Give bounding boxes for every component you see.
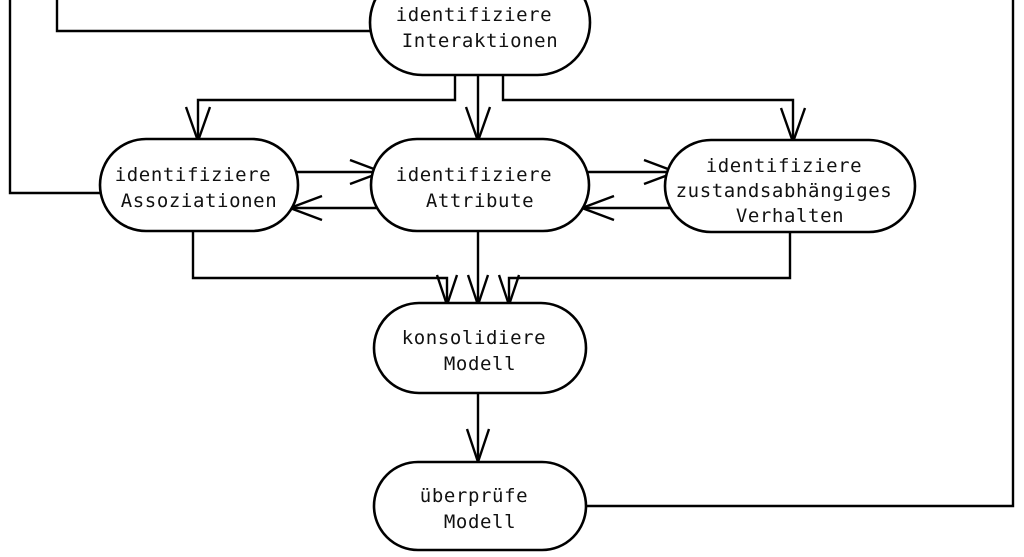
node-identifiziere-assoziationen[interactable]: identifiziere Assoziationen — [98, 137, 300, 233]
node-konsolidiere-modell[interactable]: konsolidiere Modell — [372, 301, 588, 395]
node-label-line2: Modell — [444, 511, 516, 533]
svg-text:identifiziere zustands: identifiziere zustandsabhängiges Verhalt… — [676, 155, 905, 227]
edge-attribute-to-assoziationen — [286, 194, 382, 222]
node-label-line2: Attribute — [426, 190, 534, 212]
node-identifiziere-zustandsabhaengiges-verhalten[interactable]: identifiziere zustandsabhängiges Verhalt… — [663, 138, 917, 234]
node-label-line1: konsolidiere — [402, 327, 546, 349]
edge-interaktionen-to-assoziationen — [184, 75, 457, 145]
node-label-line1: identifiziere — [396, 164, 553, 186]
node-label-line1: identifiziere — [706, 155, 863, 177]
node-label-line1: identifiziere — [115, 164, 272, 186]
node-label-line1: identifiziere — [396, 4, 553, 26]
edge-verhalten-to-konsolidiere — [497, 231, 792, 309]
edge-attribute-to-verhalten — [581, 158, 680, 186]
svg-text:überprüfe Modell: überprüfe Modell — [420, 485, 540, 533]
svg-text:identifiziere Interakt: identifiziere Interaktionen — [396, 4, 565, 52]
node-label-line2: Modell — [444, 353, 516, 375]
edge-interaktionen-feedback-left — [55, 0, 370, 33]
edge-assoziationen-to-konsolidiere — [191, 229, 459, 309]
edge-interaktionen-to-attribute — [464, 75, 492, 145]
svg-text:identifiziere Attribut: identifiziere Attribute — [396, 164, 565, 212]
svg-text:konsolidiere Modell: konsolidiere Modell — [402, 327, 559, 375]
edge-interaktionen-to-verhalten — [501, 75, 807, 146]
node-label-line2: Interaktionen — [402, 30, 559, 52]
node-label-line2: zustandsabhängiges — [676, 180, 893, 202]
edge-attribute-to-konsolidiere — [466, 229, 490, 309]
edge-ueberpruefe-feedback-right — [586, 0, 1015, 508]
node-identifiziere-interaktionen[interactable]: identifiziere Interaktionen — [368, 0, 592, 77]
svg-text:identifiziere Assoziat: identifiziere Assoziationen — [115, 164, 284, 212]
node-ueberpruefe-modell[interactable]: überprüfe Modell — [372, 460, 588, 552]
node-label-line3: Verhalten — [736, 205, 844, 227]
edge-verhalten-to-attribute — [578, 194, 676, 222]
node-identifiziere-attribute[interactable]: identifiziere Attribute — [369, 137, 591, 233]
edge-feedback-left-to-assoziationen — [8, 0, 112, 195]
edge-assoziationen-to-attribute — [289, 158, 386, 186]
edge-konsolidiere-to-ueberpruefe — [465, 392, 491, 466]
node-label-line2: Assoziationen — [121, 190, 278, 212]
node-label-line1: überprüfe — [420, 485, 528, 507]
